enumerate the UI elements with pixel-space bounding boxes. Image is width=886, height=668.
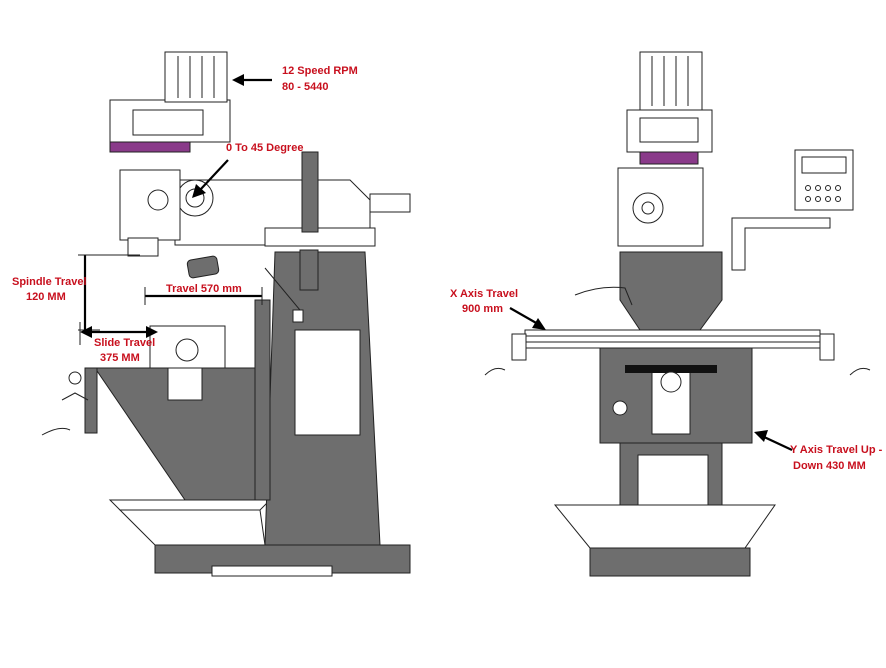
y-axis-line2: Down 430 MM [793, 460, 866, 472]
front-column-upper [619, 251, 723, 331]
side-drawbar-lower [299, 249, 319, 291]
side-handwheel-hub [175, 338, 199, 362]
y-axis-label: Y Axis Travel Up - Down 430 MM [790, 444, 885, 472]
front-column-door [637, 454, 709, 506]
tilt-label-line1: 0 To 45 Degree [226, 142, 303, 154]
front-chip-tray [553, 504, 776, 549]
tilt-arrow [199, 159, 229, 191]
side-quill [127, 237, 159, 257]
y-axis-line1: Y Axis Travel Up - [790, 444, 883, 456]
side-tilt-dial [176, 179, 214, 217]
front-base [589, 547, 751, 577]
front-dro-arm [731, 217, 831, 271]
side-lever-knob [292, 309, 304, 323]
front-belt-cover [639, 117, 699, 143]
side-crank-arm [61, 392, 89, 401]
side-saddle-block [167, 367, 203, 401]
side-head-feed-wheel [147, 189, 169, 211]
side-drawbar [301, 151, 319, 233]
front-head-wheel [632, 192, 664, 224]
speed-label-line2: 80 - 5440 [282, 81, 328, 93]
front-motor [639, 51, 703, 111]
front-table-end-left [511, 333, 527, 361]
x-axis-label: X Axis Travel 900 mm [450, 288, 521, 315]
front-dro-screen [801, 156, 847, 174]
x-axis-line1: X Axis Travel [450, 288, 518, 300]
front-table-end-right [819, 333, 835, 361]
slide-travel-label: Slide Travel 375 MM [94, 337, 158, 364]
front-handwheel-hub [660, 371, 682, 393]
spindle-travel-line1: Spindle Travel [12, 276, 87, 288]
x-axis-arrow [509, 307, 539, 325]
side-ram-rear [369, 193, 411, 213]
speed-label-line1: 12 Speed RPM [282, 65, 358, 77]
front-saddle-gib [625, 365, 717, 373]
side-ram-base [264, 227, 376, 247]
side-chip-tray [108, 499, 272, 511]
side-way [254, 299, 271, 501]
slide-travel-line1: Slide Travel [94, 337, 155, 349]
side-base-foot [211, 565, 333, 577]
side-head-accent-band [109, 141, 191, 153]
front-crank-left [484, 367, 506, 376]
side-belt-cover [132, 109, 204, 136]
side-crank-handle [41, 427, 71, 436]
tilt-label: 0 To 45 Degree [226, 142, 303, 154]
side-column-door [294, 329, 361, 436]
side-crank-hub [68, 371, 82, 385]
slide-travel-line2: 375 MM [100, 352, 140, 364]
front-crank-right [849, 367, 871, 376]
spindle-travel-line2: 120 MM [26, 291, 66, 303]
side-knee-front [84, 367, 98, 434]
x-axis-line2: 900 mm [462, 303, 503, 315]
table-travel-label: Travel 570 mm [166, 283, 242, 295]
front-view-machine [484, 51, 871, 577]
speed-label: 12 Speed RPM 80 - 5440 [282, 65, 361, 93]
annotation-arrows [78, 74, 793, 451]
front-table [524, 329, 821, 349]
front-knee-crank [612, 400, 628, 416]
table-travel-line1: Travel 570 mm [166, 283, 242, 295]
side-motor [164, 51, 228, 103]
y-axis-arrow [761, 435, 793, 451]
side-view-machine [41, 51, 411, 577]
front-cable [574, 286, 633, 306]
annotation-labels: 12 Speed RPM 80 - 5440 0 To 45 Degree Sp… [12, 65, 885, 472]
side-tray-body [118, 509, 266, 546]
spindle-travel-label: Spindle Travel 120 MM [12, 276, 90, 303]
front-head-wheel-hub [641, 201, 655, 215]
side-lever-handle [186, 255, 220, 279]
